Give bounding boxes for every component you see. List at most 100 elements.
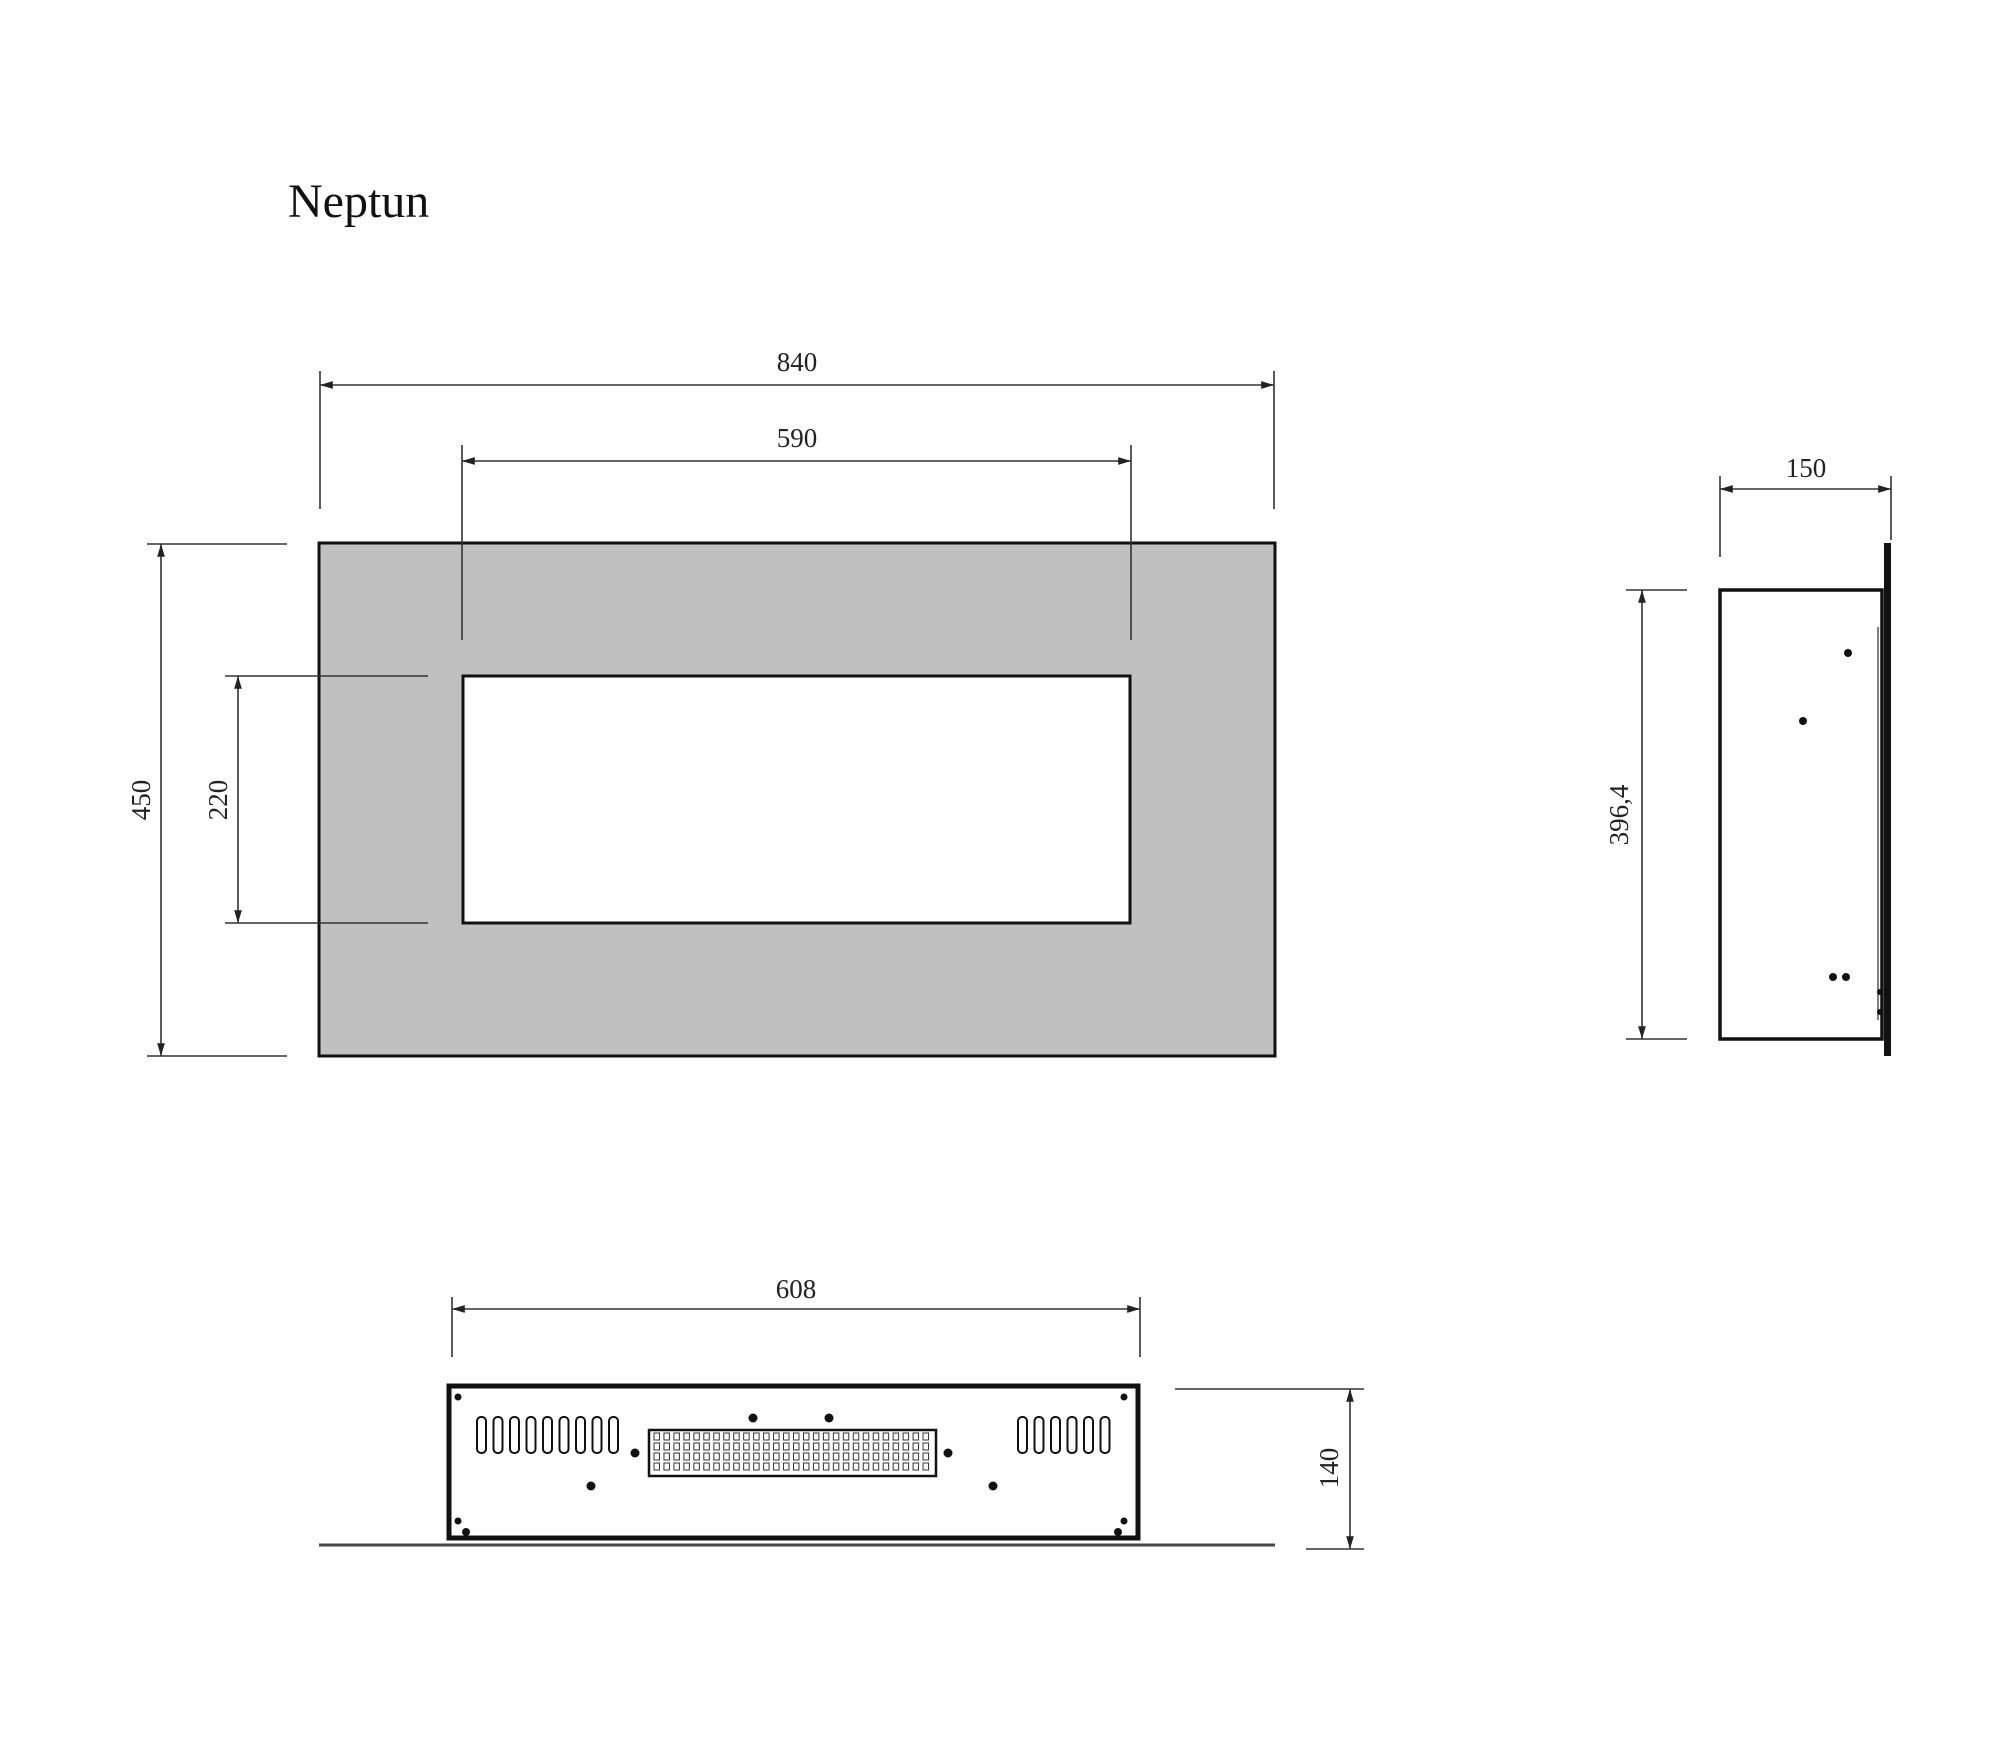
grille-cell	[733, 1462, 740, 1471]
vent-slot	[558, 1416, 570, 1454]
grille-cell	[713, 1432, 720, 1441]
grille-cell	[783, 1452, 790, 1461]
dimension-590: 590	[461, 423, 1132, 640]
grille-cell	[753, 1462, 760, 1471]
dimension-150: 150	[1719, 453, 1892, 557]
grille-cell	[663, 1432, 670, 1441]
grille-cell	[653, 1442, 660, 1451]
grille-cell	[822, 1452, 830, 1461]
grille-cell	[882, 1442, 890, 1451]
grille-cell	[763, 1462, 770, 1471]
grille-cell	[703, 1432, 710, 1441]
vent-slot	[1066, 1416, 1078, 1454]
bottom-view: 608 140	[319, 1274, 1364, 1550]
grille-cell	[723, 1462, 730, 1471]
vent-slot	[1017, 1416, 1028, 1454]
grille-cell	[763, 1442, 770, 1451]
grille-cell	[802, 1462, 810, 1471]
grille-cell	[902, 1462, 910, 1471]
grille-cell	[812, 1462, 820, 1471]
grille-cell	[832, 1452, 840, 1461]
vent-slot	[608, 1416, 619, 1454]
dimension-label-590: 590	[777, 423, 818, 453]
grille-cell	[713, 1442, 720, 1451]
grille-cell	[822, 1442, 830, 1451]
grille-cell	[882, 1432, 890, 1441]
grille-cell	[703, 1452, 710, 1461]
fire-opening	[461, 674, 1132, 925]
grille-cell	[852, 1442, 860, 1451]
vent-slot	[575, 1416, 586, 1454]
grille-cell	[912, 1452, 920, 1461]
right-vent-slots	[1017, 1416, 1111, 1454]
grille-cell	[832, 1442, 840, 1451]
grille-cell	[882, 1462, 890, 1471]
grille-cell	[892, 1452, 900, 1461]
grille-cell	[783, 1432, 790, 1441]
grille-cell	[753, 1452, 760, 1461]
grille-cell	[743, 1462, 750, 1471]
grille-cell	[793, 1452, 800, 1461]
grille-cell	[922, 1462, 930, 1471]
dimension-label-396-4: 396,4	[1604, 784, 1634, 845]
vent-slot	[542, 1416, 553, 1454]
front-view: 840 590 450 220	[126, 347, 1277, 1058]
dimension-label-450: 450	[126, 780, 156, 821]
grille-cell	[793, 1432, 800, 1441]
grille-cell	[793, 1462, 800, 1471]
dimension-608: 608	[451, 1274, 1141, 1357]
grille-cell	[842, 1452, 850, 1461]
vent-slot	[525, 1416, 537, 1454]
grille-cell	[783, 1462, 790, 1471]
grille-cell	[812, 1432, 820, 1441]
grille-cell	[872, 1462, 880, 1471]
vent-slot	[1099, 1416, 1111, 1454]
vent-slot	[509, 1416, 520, 1454]
left-vent-slots	[476, 1416, 619, 1454]
grille-cell	[763, 1432, 770, 1441]
grille	[647, 1428, 938, 1478]
vent-slot	[591, 1416, 603, 1454]
grille-cell	[862, 1442, 870, 1451]
grille-cell	[912, 1432, 920, 1441]
grille-cell	[693, 1452, 700, 1461]
grille-cell	[683, 1432, 690, 1441]
grille-cell	[902, 1432, 910, 1441]
grille-cell	[842, 1462, 850, 1471]
grille-cell	[862, 1432, 870, 1441]
dimension-label-840: 840	[777, 347, 818, 377]
grille-cell	[713, 1452, 720, 1461]
dimension-label-150: 150	[1786, 453, 1827, 483]
dimension-840: 840	[319, 347, 1275, 509]
grille-cell	[663, 1462, 670, 1471]
grille-cell	[763, 1452, 770, 1461]
grille-cell	[922, 1452, 930, 1461]
grille-cell	[773, 1462, 780, 1471]
grille-cell	[773, 1442, 780, 1451]
grille-cell	[703, 1442, 710, 1451]
grille-cell	[862, 1462, 870, 1471]
dimension-label-220: 220	[203, 780, 233, 821]
grille-cell	[683, 1452, 690, 1461]
grille-cell	[673, 1462, 680, 1471]
grille-cell	[812, 1452, 820, 1461]
dimension-140: 140	[1175, 1388, 1364, 1550]
grille-cell	[842, 1432, 850, 1441]
screw-holes	[454, 1393, 1128, 1536]
grille-cell	[773, 1432, 780, 1441]
grille-cell	[852, 1452, 860, 1461]
grille-cell	[872, 1442, 880, 1451]
grille-cell	[783, 1442, 790, 1451]
grille-cell	[832, 1462, 840, 1471]
grille-cell	[892, 1462, 900, 1471]
grille-cell	[912, 1442, 920, 1451]
grille-cell	[872, 1432, 880, 1441]
grille-cell	[802, 1442, 810, 1451]
grille-cell	[753, 1442, 760, 1451]
grille-cell	[902, 1442, 910, 1451]
grille-cell	[852, 1462, 860, 1471]
grille-cell	[673, 1432, 680, 1441]
grille-cell	[882, 1452, 890, 1461]
grille-cell	[733, 1432, 740, 1441]
